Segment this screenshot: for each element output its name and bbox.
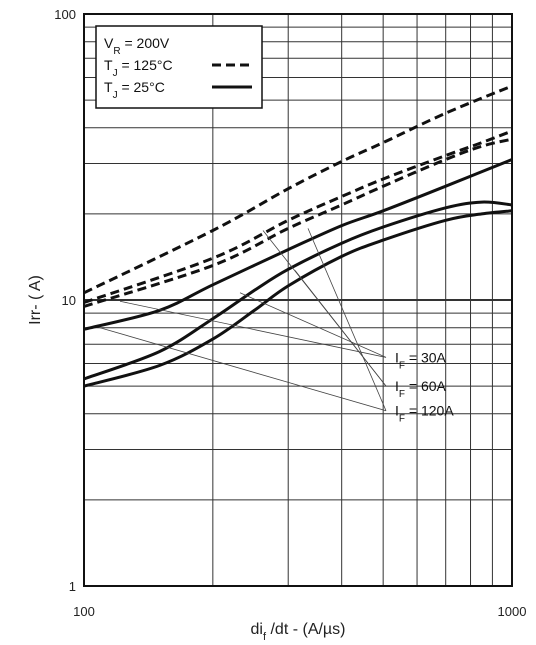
current-annotations: IF = 30A IF = 60A IF = 120A (395, 349, 454, 424)
series-curves (83, 84, 513, 388)
series-25c-30a (83, 209, 513, 388)
annotation-leader (307, 228, 387, 411)
annotation-leader (262, 230, 387, 387)
grid-lines (84, 14, 512, 586)
x-tick-label: 100 (73, 604, 95, 619)
x-axis-label: dif /dt - (A/µs) (251, 621, 346, 643)
tick-labels: 100 1000 1 10 100 (54, 7, 526, 619)
series-125c-120a (83, 84, 513, 295)
annotation-leader (119, 300, 387, 358)
current-label: IF = 120A (395, 403, 454, 425)
y-axis-label: Irr- ( A) (27, 275, 44, 325)
series-25c-120a (83, 158, 513, 331)
legend-entry: TJ = 125°C (104, 57, 173, 79)
annotation-leader (239, 292, 387, 358)
y-tick-label: 1 (69, 579, 76, 594)
legend-box (95, 25, 263, 109)
y-tick-label: 10 (62, 293, 76, 308)
legend-entry: TJ = 25°C (104, 79, 165, 101)
current-label: IF = 30A (395, 349, 447, 371)
current-label: IF = 60A (395, 378, 447, 400)
annotation-leader (99, 327, 387, 412)
plot-frame (83, 13, 513, 587)
series-25c-60a (83, 200, 513, 381)
series-125c-30a (83, 137, 513, 308)
series-125c-60a (83, 129, 513, 304)
x-tick-label: 1000 (498, 604, 527, 619)
annotation-leader-lines (99, 228, 387, 412)
y-tick-label: 100 (54, 7, 76, 22)
legend-entry: VR = 200V (104, 35, 170, 57)
